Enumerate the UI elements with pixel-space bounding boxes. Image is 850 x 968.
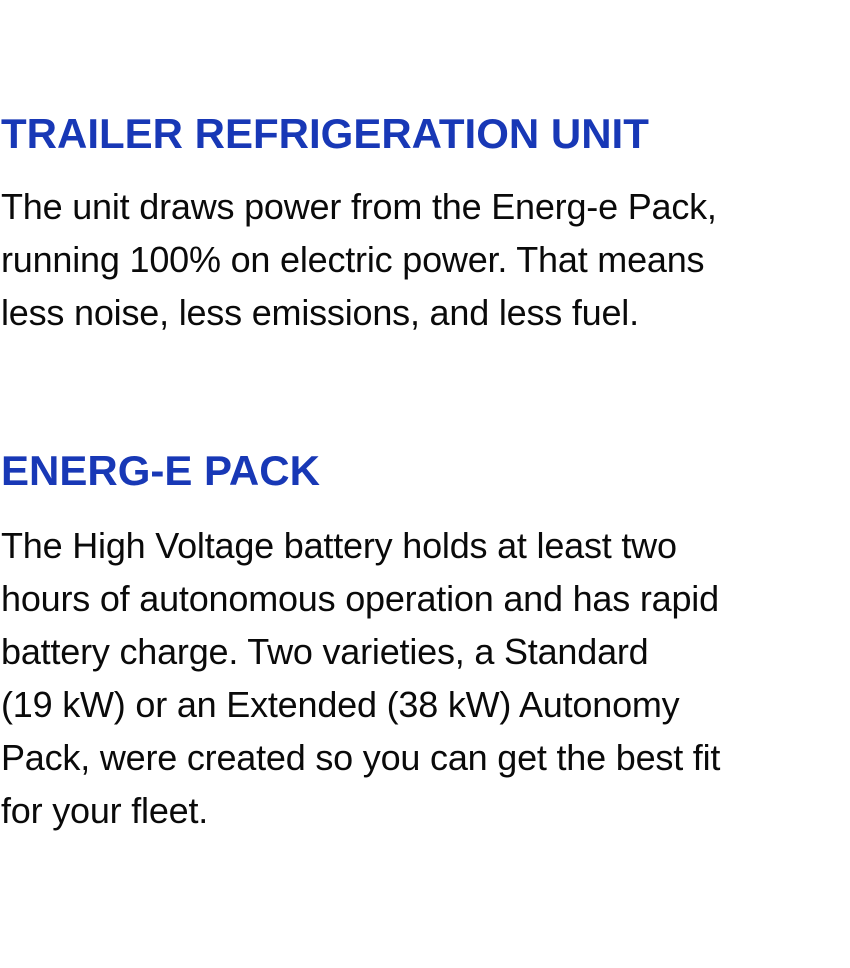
section-heading-trailer-refrigeration-unit: TRAILER REFRIGERATION UNIT bbox=[1, 110, 649, 157]
paragraph-line: less noise, less emissions, and less fue… bbox=[1, 292, 639, 333]
section-heading-energ-e-pack: ENERG-E PACK bbox=[1, 447, 320, 494]
paragraph-line: The unit draws power from the Energ-e Pa… bbox=[1, 186, 717, 227]
section-paragraph-energ-e-pack: The High Voltage battery holds at least … bbox=[1, 519, 720, 837]
paragraph-line: (19 kW) or an Extended (38 kW) Autonomy bbox=[1, 684, 680, 725]
paragraph-line: hours of autonomous operation and has ra… bbox=[1, 578, 719, 619]
paragraph-line: running 100% on electric power. That mea… bbox=[1, 239, 705, 280]
paragraph-line: for your fleet. bbox=[1, 790, 209, 831]
paragraph-line: battery charge. Two varieties, a Standar… bbox=[1, 631, 649, 672]
section-paragraph-trailer-refrigeration-unit: The unit draws power from the Energ-e Pa… bbox=[1, 180, 717, 339]
paragraph-line: Pack, were created so you can get the be… bbox=[1, 737, 721, 778]
paragraph-line: The High Voltage battery holds at least … bbox=[1, 525, 677, 566]
